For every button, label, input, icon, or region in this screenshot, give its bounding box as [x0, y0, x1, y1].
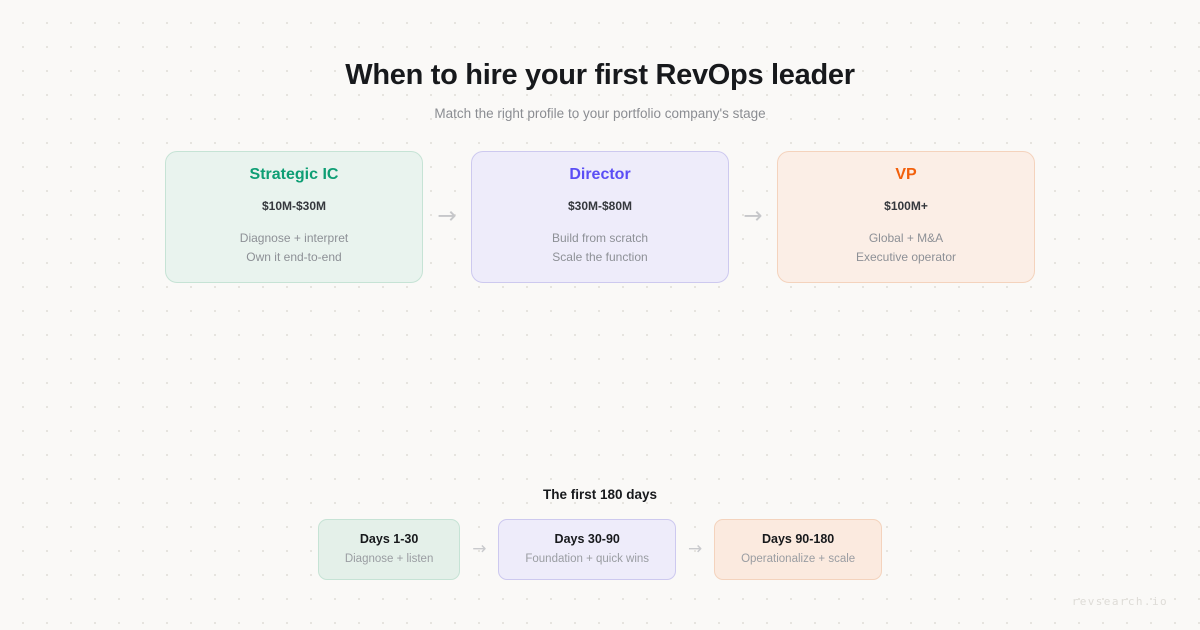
stage-name: VP	[895, 166, 917, 184]
stage-card-vp: VP $100M+ Global + M&A Executive operato…	[777, 150, 1035, 283]
stage-description-line-1: Build from scratch	[551, 231, 649, 246]
timeline-pill-title: Days 1-30	[359, 532, 419, 546]
stage-description-line-2: Executive operator	[855, 249, 957, 264]
stage-revenue-range: $10M-$30M	[261, 199, 327, 214]
page-header: When to hire your first RevOps leader Ma…	[0, 0, 1200, 121]
stage-revenue-range: $100M+	[884, 199, 928, 214]
stage-description-line-1: Diagnose + interpret	[239, 231, 349, 246]
stage-description-line-2: Own it end-to-end	[246, 249, 342, 264]
page-subtitle: Match the right profile to your portfoli…	[434, 105, 766, 121]
stage-description-line-1: Global + M&A	[868, 231, 944, 246]
stage-description: Diagnose + interpret Own it end-to-end	[240, 229, 348, 266]
timeline-pill-subtitle: Diagnose + listen	[344, 552, 434, 565]
timeline-pill-subtitle: Operationalize + scale	[741, 552, 856, 565]
stage-card-strategic-ic: Strategic IC $10M-$30M Diagnose + interp…	[165, 150, 423, 283]
stage-card-director: Director $30M-$80M Build from scratch Sc…	[471, 150, 729, 283]
stage-name: Strategic IC	[249, 166, 339, 184]
stage-description-line-2: Scale the function	[552, 249, 648, 264]
arrow-right-icon: →	[437, 203, 457, 230]
stage-description: Build from scratch Scale the function	[552, 229, 648, 266]
timeline-pill-days-90-180: Days 90-180 Operationalize + scale	[714, 519, 883, 580]
arrow-right-icon: →	[743, 203, 763, 230]
timeline-pill-title: Days 30-90	[554, 532, 620, 546]
timeline-section: The first 180 days Days 1-30 Diagnose + …	[0, 487, 1200, 580]
page-title: When to hire your first RevOps leader	[345, 59, 855, 91]
stage-card-row: Strategic IC $10M-$30M Diagnose + interp…	[0, 150, 1200, 283]
timeline-pill-subtitle: Foundation + quick wins	[525, 552, 650, 565]
arrow-right-icon: →	[472, 539, 487, 559]
stage-name: Director	[569, 166, 631, 184]
watermark: revsearch.io	[1071, 595, 1168, 608]
timeline-row: Days 1-30 Diagnose + listen → Days 30-90…	[0, 519, 1200, 580]
timeline-title: The first 180 days	[542, 487, 658, 502]
stage-revenue-range: $30M-$80M	[567, 199, 633, 214]
arrow-right-icon: →	[687, 539, 703, 559]
timeline-pill-title: Days 90-180	[761, 532, 835, 546]
timeline-pill-days-30-90: Days 30-90 Foundation + quick wins	[498, 519, 677, 580]
timeline-pill-days-1-30: Days 1-30 Diagnose + listen	[317, 519, 461, 580]
stage-description: Global + M&A Executive operator	[856, 229, 956, 266]
